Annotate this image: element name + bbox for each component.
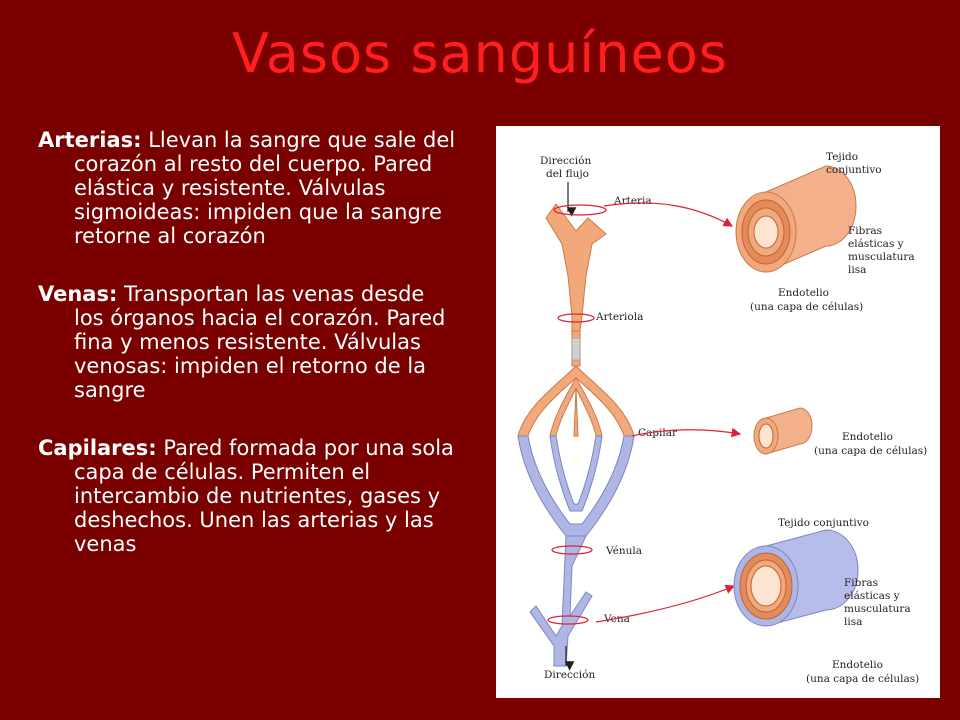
label-arteria: Arteria (613, 195, 652, 207)
artery-cross-section (735, 165, 857, 273)
label-direccion-1: Dirección (540, 155, 591, 167)
label-fibras-3: musculatura (848, 251, 915, 263)
label-vena-fibras-4: lisa (844, 616, 862, 628)
capilares-term: Capilares: (38, 436, 157, 460)
description-list: Arterias: Llevan la sangre que sale del … (38, 128, 458, 590)
blood-vessel-diagram: Dirección del flujo Arteria Arteriola Ca… (496, 126, 940, 698)
label-fibras-2: elásticas y (848, 238, 904, 250)
vein-cross-section (733, 529, 859, 627)
label-arteriola: Arteriola (595, 311, 643, 323)
page-title: Vasos sanguíneos (232, 22, 728, 85)
label-direccion-2: del flujo (546, 168, 589, 180)
venas-term: Venas: (38, 282, 118, 306)
arterias-text: Llevan la sangre que sale del corazón al… (74, 128, 456, 248)
label-endotelio-2: (una capa de células) (750, 301, 863, 313)
label-direccion-bottom: Dirección (544, 669, 595, 681)
capilares-item: Capilares: Pared formada por una sola ca… (38, 436, 458, 556)
arterias-term: Arterias: (38, 128, 142, 152)
label-fibras-1: Fibras (848, 225, 882, 237)
label-tejido-2: conjuntivo (826, 164, 882, 176)
label-cap-endotelio-1: Endotelio (842, 431, 893, 443)
label-tejido-1: Tejido (826, 151, 858, 163)
label-cap-endotelio-2: (una capa de células) (814, 445, 927, 457)
label-fibras-4: lisa (848, 264, 866, 276)
venas-text: Transportan las venas desde los órganos … (74, 282, 446, 402)
label-endotelio-1: Endotelio (778, 287, 829, 299)
label-vena-fibras-3: musculatura (844, 603, 911, 615)
arterias-item: Arterias: Llevan la sangre que sale del … (38, 128, 458, 248)
label-vena-endotelio-1: Endotelio (832, 659, 883, 671)
label-vena-fibras-1: Fibras (844, 577, 878, 589)
label-vena-endotelio-2: (una capa de células) (806, 673, 919, 685)
label-venula: Vénula (605, 545, 642, 557)
capilares-text: Pared formada por una sola capa de célul… (74, 436, 454, 556)
capillary-cross-section (753, 407, 813, 455)
diagram-svg: Dirección del flujo Arteria Arteriola Ca… (517, 151, 927, 685)
artery-tree (517, 203, 635, 437)
venas-item: Venas: Transportan las venas desde los ó… (38, 282, 458, 402)
label-vena-fibras-2: elásticas y (844, 590, 900, 602)
label-vena-tejido: Tejido conjuntivo (778, 517, 869, 529)
